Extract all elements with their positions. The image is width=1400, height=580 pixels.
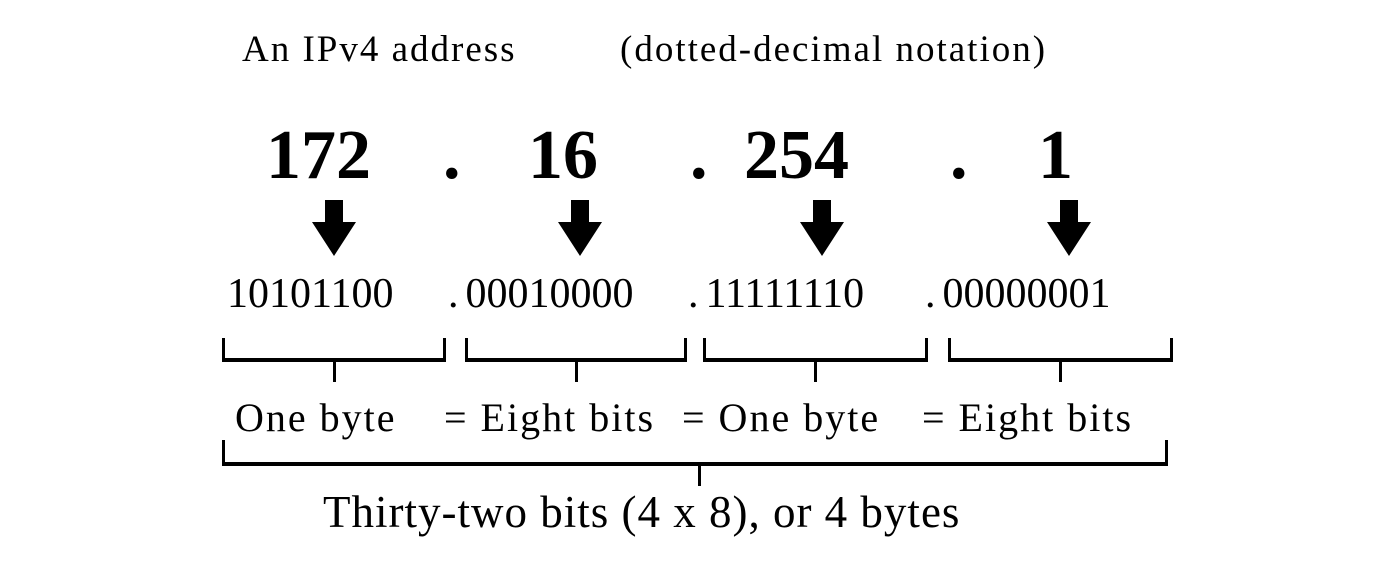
byte-label-2: = Eight bits (444, 395, 656, 440)
bracket-line (222, 358, 446, 362)
bracket-line (222, 462, 1168, 466)
decimal-octet-2: 16 (528, 117, 598, 194)
bracket-stem (332, 362, 336, 382)
bracket-tick (465, 338, 468, 362)
total-bits-bracket (222, 440, 1168, 486)
byte-bracket-3 (703, 338, 928, 384)
down-arrow-icon (558, 200, 602, 256)
bracket-tick (443, 338, 446, 362)
binary-octet-4: .00000001 (925, 273, 1111, 315)
bracket-stem (814, 362, 817, 382)
byte-label-3: = One byte (682, 395, 881, 440)
binary-octet-3: .11111110 (688, 273, 864, 315)
down-arrow-icon (312, 200, 356, 256)
bracket-tick (1165, 440, 1168, 466)
binary-octet-value: 00000001 (942, 271, 1111, 317)
dot-separator: . (443, 117, 461, 194)
binary-octet-2: .00010000 (448, 273, 634, 315)
bracket-tick (222, 338, 225, 362)
dot-separator: . (950, 117, 968, 194)
binary-octet-1: 10101100 (227, 273, 393, 315)
title-notation-note: (dotted-decimal notation) (620, 29, 1048, 70)
byte-label-1: One byte (235, 395, 397, 440)
bracket-tick (948, 338, 951, 362)
bracket-line (703, 358, 928, 362)
bracket-line (948, 358, 1173, 362)
decimal-octet-4: 1 (1038, 117, 1073, 194)
dot-separator: . (925, 271, 936, 317)
binary-octet-value: 11111110 (705, 271, 865, 317)
byte-label-4: = Eight bits (922, 395, 1134, 440)
down-arrow-icon (800, 200, 844, 256)
down-arrow-icon (1047, 200, 1091, 256)
byte-bracket-2 (465, 338, 687, 384)
dot-separator: . (688, 271, 699, 317)
bracket-tick (925, 338, 928, 362)
dot-separator: . (448, 271, 459, 317)
decimal-octet-1: 172 (266, 117, 371, 194)
bracket-tick (1170, 338, 1173, 362)
binary-octet-value: 00010000 (465, 271, 634, 317)
bracket-stem (574, 362, 578, 382)
byte-bracket-4 (948, 338, 1173, 384)
bracket-tick (684, 338, 687, 362)
bracket-tick (222, 440, 225, 466)
dot-separator: . (690, 117, 708, 194)
binary-octet-value: 10101100 (227, 271, 394, 317)
bracket-stem (698, 466, 701, 486)
bracket-tick (703, 338, 706, 362)
page-title: An IPv4 address (242, 29, 517, 70)
bracket-stem (1059, 362, 1062, 382)
byte-bracket-1 (222, 338, 446, 384)
total-bits-caption: Thirty-two bits (4 x 8), or 4 bytes (323, 487, 961, 537)
bracket-line (465, 358, 687, 362)
decimal-octet-3: 254 (744, 117, 849, 194)
